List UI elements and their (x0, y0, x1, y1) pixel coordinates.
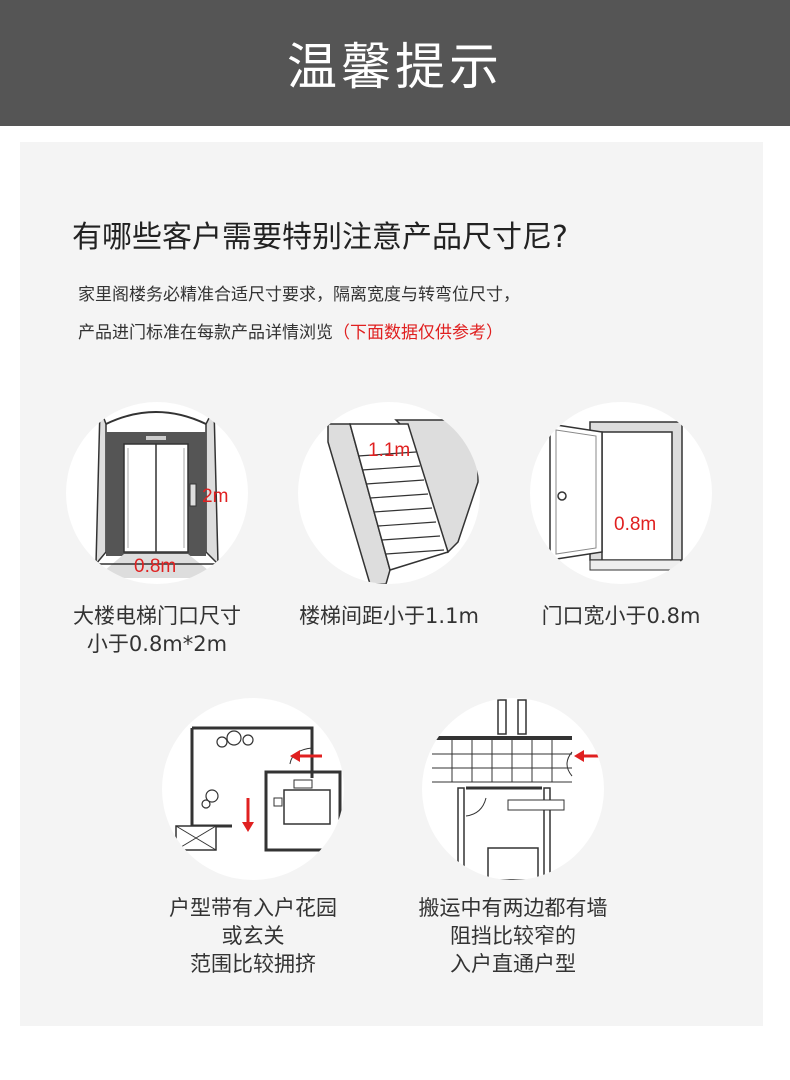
caption-line: 户型带有入户花园 (169, 896, 337, 920)
floorplan-corridor-icon (432, 699, 604, 880)
caption-corridor: 搬运中有两边都有墙 阻挡比较窄的 入户直通户型 (398, 894, 628, 978)
header-bar: 温馨提示 (0, 0, 790, 126)
caption-stairs: 楼梯间距小于1.1m (282, 602, 496, 630)
stairs-icon: 1.1m (327, 419, 479, 584)
caption-line: 大楼电梯门口尺寸 (73, 604, 241, 628)
section-question: 有哪些客户需要特别注意产品尺寸尼? (72, 220, 568, 255)
door-icon: 0.8m (549, 421, 692, 571)
intro-line-2-text: 产品进门标准在每款产品详情浏览 (78, 323, 333, 343)
intro-note-highlight: （下面数据仅供参考） (333, 323, 503, 343)
dim-label-width: 1.1m (368, 440, 410, 461)
caption-line: 或玄关 (221, 924, 285, 948)
caption-line: 门口宽小于0.8m (541, 604, 701, 628)
intro-line-1: 家里阁楼务必精准合适尺寸要求，隔离宽度与转弯位尺寸， (78, 285, 520, 305)
elevator-illustration: 2m 0.8m (66, 402, 248, 584)
dim-label-width: 0.8m (134, 556, 176, 577)
garden-floorplan-illustration (162, 698, 344, 880)
caption-line: 阻挡比较窄的 (450, 924, 576, 948)
corridor-floorplan-illustration (422, 698, 604, 880)
caption-elevator: 大楼电梯门口尺寸 小于0.8m*2m (54, 602, 260, 658)
caption-door: 门口宽小于0.8m (518, 602, 724, 630)
intro-line-2: 产品进门标准在每款产品详情浏览（下面数据仅供参考） (78, 318, 503, 343)
page-title: 温馨提示 (287, 38, 503, 96)
dim-label-height: 2m (202, 486, 228, 507)
elevator-icon: 2m 0.8m (95, 407, 228, 578)
dim-label-width: 0.8m (614, 514, 656, 535)
caption-line: 楼梯间距小于1.1m (299, 604, 479, 628)
caption-line: 小于0.8m*2m (86, 632, 228, 656)
caption-line: 搬运中有两边都有墙 (418, 896, 608, 920)
caption-line: 入户直通户型 (450, 952, 576, 976)
door-illustration: 0.8m (530, 402, 712, 584)
caption-garden: 户型带有入户花园 或玄关 范围比较拥挤 (138, 894, 368, 978)
caption-line: 范围比较拥挤 (190, 952, 316, 976)
stairs-illustration: 1.1m (298, 402, 480, 584)
floorplan-garden-icon (175, 726, 342, 852)
info-panel: 有哪些客户需要特别注意产品尺寸尼? 家里阁楼务必精准合适尺寸要求，隔离宽度与转弯… (20, 142, 763, 1026)
